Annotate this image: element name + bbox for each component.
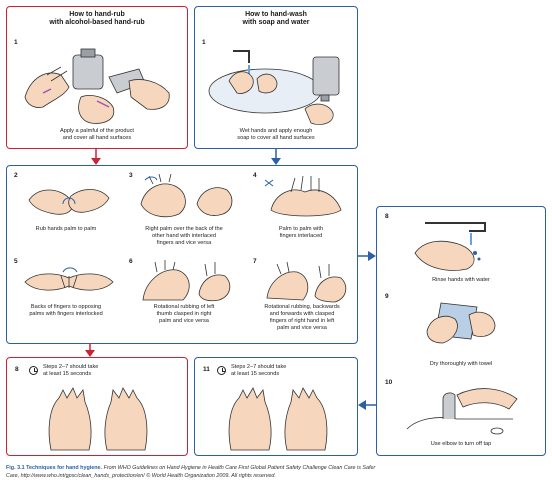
- step-2-number: 2: [14, 172, 18, 179]
- step-3-number: 3: [129, 172, 133, 179]
- rinse-dry-panel: 8 Rinse hands with water 9 Dry thoroughl…: [376, 206, 546, 456]
- step-5-caption: Backs of fingers to opposing palms with …: [11, 304, 121, 318]
- handrub-title: How to hand-rub with alcohol-based hand-…: [7, 11, 187, 27]
- towel-dry-illustration: [426, 302, 496, 344]
- step-6-caption-line2: thumb clasped in right: [156, 311, 212, 317]
- step-4-caption-line1: Palm to palm with: [278, 226, 324, 232]
- figure-source-line1: From WHO Guidelines on Hand Hygiene in H…: [103, 465, 376, 471]
- step-4-caption: Palm to palm with fingers interlaced: [247, 226, 355, 240]
- handrub-caption-line1: Apply a palmful of the product: [59, 128, 134, 134]
- step-4-caption-line2: fingers interlaced: [279, 233, 323, 239]
- step-7-caption-line3: fingers of right hand in left: [269, 318, 335, 324]
- step-6-caption: Rotational rubbing of left thumb clasped…: [125, 304, 243, 325]
- step-3-caption-line1: Right palm over the back of the: [145, 226, 223, 232]
- step-5-caption-line2: palms with fingers interlocked: [29, 311, 103, 317]
- clock-icon: [29, 366, 38, 375]
- handwash-finish-line1: Steps 2–7 should take: [231, 364, 287, 370]
- step-2-caption-line1: Rub hands palm to palm: [35, 226, 97, 232]
- rinse-caption: Rinse hands with water: [432, 277, 490, 283]
- handwash-caption-line2: soap to cover all hand surfaces: [237, 135, 315, 141]
- handwash-panel: How to hand-wash with soap and water 1 W…: [194, 6, 358, 149]
- handrub-finish-line1: Steps 2–7 should take: [43, 364, 99, 370]
- tap-caption: Use elbow to turn off tap: [430, 441, 492, 447]
- clean-hands-illustration: [48, 387, 148, 451]
- clock-icon: [217, 366, 226, 375]
- steps-panel: 2 Rub hands palm to palm 3 Right palm ov…: [6, 165, 358, 344]
- step-7-caption-line2: and forwards with clasped: [269, 311, 335, 317]
- rinse-step-number: 8: [385, 213, 389, 220]
- step-5-number: 5: [14, 258, 18, 265]
- handrub-finish-text: Steps 2–7 should take at least 15 second…: [43, 364, 98, 378]
- step-5-caption-line1: Backs of fingers to opposing: [30, 304, 102, 310]
- step-6-caption-line1: Rotational rubbing of left: [153, 304, 215, 310]
- handwash-finish-number: 11: [203, 366, 210, 373]
- figure-source-line2: Care, http://www.who.int/gpsc/clean_hand…: [6, 472, 546, 480]
- dry-caption: Dry thoroughly with towel: [429, 361, 493, 367]
- handrub-panel: How to hand-rub with alcohol-based hand-…: [6, 6, 188, 149]
- step-7-caption-line1: Rotational rubbing, backwards: [264, 304, 340, 310]
- handrub-title-line2: with alcohol-based hand-rub: [49, 19, 145, 26]
- handrub-bottle-illustration: [24, 48, 170, 124]
- handwash-title: How to hand-wash with soap and water: [195, 11, 357, 27]
- step-7-caption-line4: palm and vice versa: [277, 325, 327, 331]
- handwash-caption: Wet hands and apply enough soap to cover…: [199, 128, 353, 142]
- handrub-finish-panel: 8 Steps 2–7 should take at least 15 seco…: [6, 357, 188, 456]
- step-2-caption: Rub hands palm to palm: [11, 226, 121, 233]
- figure-title: Techniques for hand hygiene.: [26, 465, 103, 471]
- handwash-title-line2: with soap and water: [242, 19, 310, 26]
- rinse-illustration: [414, 222, 486, 271]
- arrow-left-to-finish-icon: [358, 400, 376, 410]
- step-4-number: 4: [253, 172, 257, 179]
- dry-step-number: 9: [385, 293, 389, 300]
- arrow-down-to-finish-icon: [85, 343, 95, 357]
- elbow-tap-illustration: [406, 388, 518, 435]
- figure-caption-line1: Fig. 3.1 Techniques for hand hygiene. Fr…: [6, 464, 546, 472]
- step-3-caption-line3: fingers and vice versa: [156, 240, 212, 246]
- handwash-step-number: 1: [202, 39, 206, 46]
- step-6-caption-line3: palm and vice versa: [159, 318, 209, 324]
- thumb-rotation-illustration: [142, 260, 231, 302]
- clean-hands-illustration: [228, 387, 328, 451]
- step-6-number: 6: [129, 258, 133, 265]
- arrow-right-to-rinse-icon: [358, 251, 376, 261]
- handrub-finish-number: 8: [15, 366, 19, 373]
- backs-of-fingers-illustration: [24, 267, 114, 291]
- handrub-title-line1: How to hand-rub: [69, 11, 125, 18]
- handwash-finish-panel: 11 Steps 2–7 should take at least 15 sec…: [194, 357, 358, 456]
- handwash-finish-text: Steps 2–7 should take at least 15 second…: [231, 364, 286, 378]
- step-7-caption: Rotational rubbing, backwards and forwar…: [247, 304, 357, 332]
- figure-source-line2-text: Care, http://www.who.int/gpsc/clean_hand…: [6, 473, 276, 479]
- fingertip-rotation-illustration: [266, 261, 347, 303]
- handrub-finish-line2: at least 15 seconds: [43, 371, 92, 377]
- figure-caption: Fig. 3.1 Techniques for hand hygiene. Fr…: [6, 464, 546, 480]
- fingers-interlaced-illustration: [264, 175, 342, 217]
- handrub-caption-line2: and cover all hand surfaces: [62, 135, 132, 141]
- step-3-caption: Right palm over the back of the other ha…: [125, 226, 243, 247]
- step-3-caption-line2: other hand with interlaced: [151, 233, 217, 239]
- handwash-sink-illustration: [208, 50, 340, 125]
- handwash-finish-line2: at least 15 seconds: [231, 371, 280, 377]
- arrow-down-rub-icon: [91, 149, 101, 165]
- handwash-caption-line1: Wet hands and apply enough: [239, 128, 313, 134]
- tap-step-number: 10: [385, 379, 393, 386]
- palm-to-palm-illustration: [28, 189, 110, 215]
- handrub-step-number: 1: [14, 39, 18, 46]
- handwash-title-line1: How to hand-wash: [245, 11, 307, 18]
- handrub-caption: Apply a palmful of the product and cover…: [11, 128, 183, 142]
- arrow-down-wash-icon: [271, 149, 281, 165]
- step-7-number: 7: [253, 258, 257, 265]
- palm-over-back-illustration: [140, 174, 233, 218]
- figure-label: Fig. 3.1: [6, 465, 25, 471]
